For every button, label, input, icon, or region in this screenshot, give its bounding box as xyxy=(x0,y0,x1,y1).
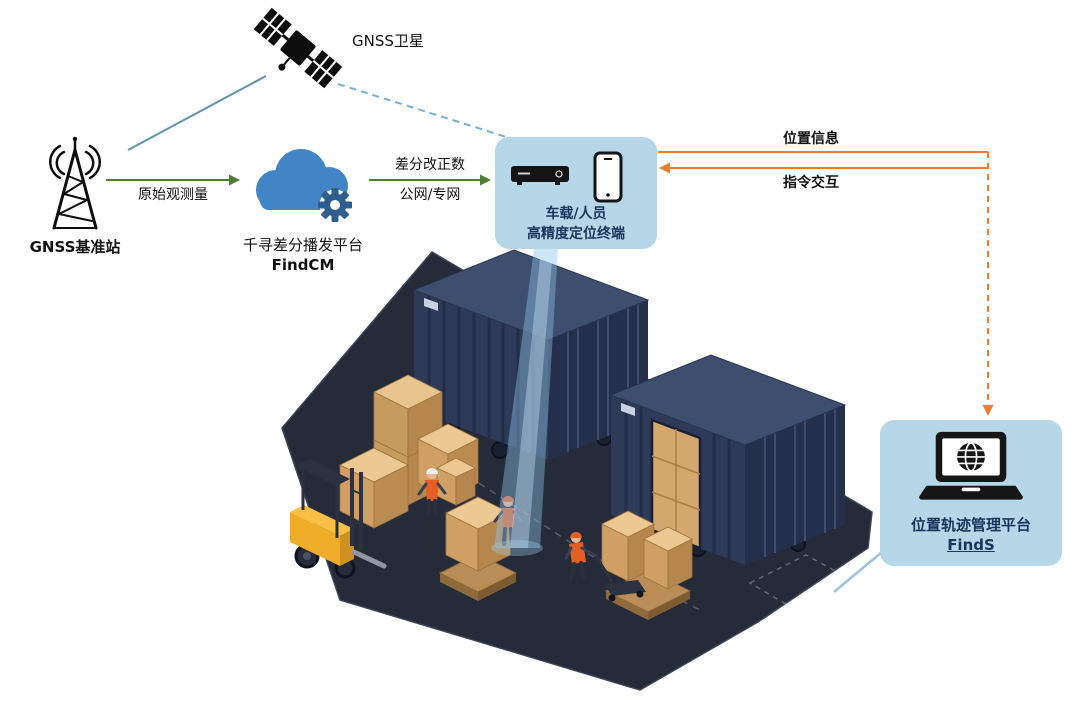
pallet-jack xyxy=(594,555,646,602)
satellite-icon xyxy=(253,7,343,89)
satellite-to-station-line xyxy=(127,75,267,151)
terminal-label-line1: 车载/人员 xyxy=(545,206,607,222)
worker-1 xyxy=(417,468,447,518)
satellite-to-terminal-dashed-line xyxy=(337,83,517,141)
warehouse-scene xyxy=(281,249,883,691)
parking-marking xyxy=(748,554,854,611)
terminal-callout: 车载/人员 高精度定位终端 xyxy=(495,137,657,249)
smartphone-icon xyxy=(593,151,623,203)
laptop-globe-icon xyxy=(919,431,1023,500)
forklift xyxy=(290,459,387,579)
position-info-label: 位置信息 xyxy=(783,131,839,147)
cloud-platform-label: 千寻差分播发平台 xyxy=(242,236,363,254)
position-info-arrow xyxy=(658,151,994,416)
raw-observation-label: 原始观测量 xyxy=(138,187,208,203)
positioning-beam xyxy=(491,249,558,556)
management-callout: 位置轨迹管理平台 FindS xyxy=(880,420,1062,566)
walkway-marking xyxy=(467,475,705,613)
vehicle-terminal-icon xyxy=(511,166,569,185)
satellite-label: GNSS卫星 xyxy=(352,32,424,50)
shipping-container-2 xyxy=(609,354,847,565)
finds-callout-tail xyxy=(833,551,883,593)
container-open-door xyxy=(650,418,702,550)
command-interaction-arrow xyxy=(659,162,988,174)
management-label-line2: FindS xyxy=(947,536,995,554)
command-interaction-label: 指令交互 xyxy=(783,175,839,191)
network-label: 公网/专网 xyxy=(399,187,461,203)
diff-correction-arrow xyxy=(369,174,491,186)
gear-icon xyxy=(318,188,352,222)
radio-tower-icon xyxy=(49,136,101,230)
pallet-center xyxy=(438,496,518,601)
connections xyxy=(106,75,994,416)
terminal-label-line2: 高精度定位终端 xyxy=(527,226,625,242)
diff-correction-label: 差分改正数 xyxy=(395,157,465,173)
cloud-platform-sublabel: FindCM xyxy=(271,256,335,274)
management-label-line1: 位置轨迹管理平台 xyxy=(910,516,1031,534)
worker-3 xyxy=(564,532,598,581)
raw-observation-arrow xyxy=(106,174,240,186)
base-station-label: GNSS基准站 xyxy=(29,238,121,256)
cloud-gear-icon xyxy=(256,149,352,222)
single-crate xyxy=(436,457,476,506)
worker-2 xyxy=(493,496,523,546)
pallet-right xyxy=(601,510,693,620)
